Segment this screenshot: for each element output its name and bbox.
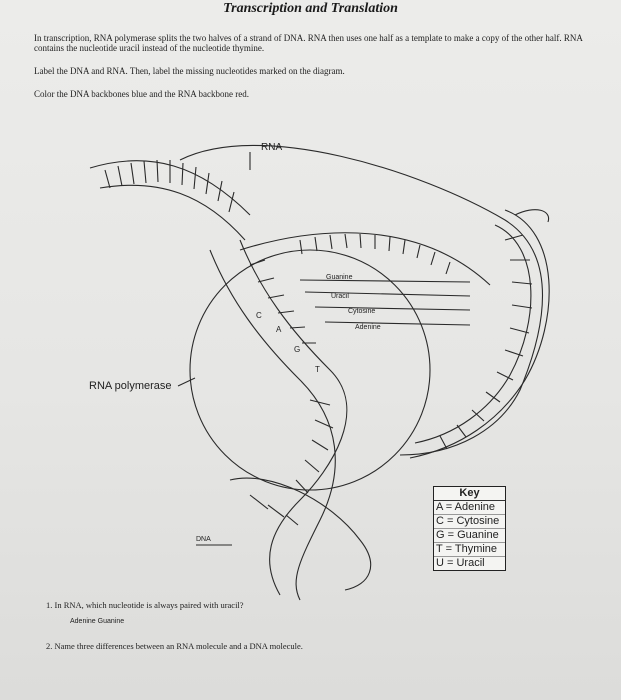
dna-right-cap xyxy=(514,209,550,223)
base-letter-a: A xyxy=(276,325,282,334)
callout-uracil: Uracil xyxy=(331,293,349,300)
callout-guanine: Guanine xyxy=(326,274,353,281)
key-row-guanine: G = Guanine xyxy=(434,529,505,543)
question-2-text: Name three differences between an RNA mo… xyxy=(54,641,303,651)
callout-line-guanine xyxy=(299,279,471,283)
dna-helix-strand-b xyxy=(239,239,348,596)
dna-backbone-upper-bottom xyxy=(99,184,246,241)
callout-adenine: Adenine xyxy=(355,324,381,331)
base-letter-g: G xyxy=(294,345,300,354)
callout-cytosine: Cytosine xyxy=(348,308,375,315)
question-1-number: 1. xyxy=(46,600,53,610)
callout-line-uracil xyxy=(304,291,471,297)
question-2-number: 2. xyxy=(46,641,53,651)
dna-helix-strand-a xyxy=(209,249,336,601)
base-letter-t: T xyxy=(315,365,320,374)
question-1-answer: Adenine Guanine xyxy=(70,618,125,625)
rna-backbone xyxy=(179,144,543,456)
key-row-thymine: T = Thymine xyxy=(434,543,505,557)
intro-paragraph: In transcription, RNA polymerase splits … xyxy=(34,33,583,53)
instruction-color: Color the DNA backbones blue and the RNA… xyxy=(34,89,249,99)
rna-label: RNA xyxy=(261,142,282,153)
dna-upper-rungs xyxy=(104,159,235,213)
dna-label: DNA xyxy=(196,536,211,543)
key-row-uracil: U = Uracil xyxy=(436,557,485,569)
base-letter-c: C xyxy=(256,311,262,320)
dna-helix-loop xyxy=(229,477,372,591)
key-title: Key xyxy=(434,487,505,501)
key-row-adenine: A = Adenine xyxy=(434,501,505,515)
polymerase-label-pointer xyxy=(177,377,196,387)
nucleotide-key: Key A = Adenine C = Cytosine G = Guanine… xyxy=(433,486,506,571)
dna-helix-rungs xyxy=(249,259,334,526)
dna-right-rungs xyxy=(439,234,533,450)
rna-polymerase-label: RNA polymerase xyxy=(89,380,172,392)
rna-rungs xyxy=(299,233,451,275)
dna-backbone-right-inner xyxy=(414,224,532,444)
instruction-label: Label the DNA and RNA. Then, label the m… xyxy=(34,66,345,76)
question-2: 2. Name three differences between an RNA… xyxy=(46,641,303,651)
callout-line-cytosine xyxy=(314,306,471,311)
dna-backbone-right-outer xyxy=(409,209,550,459)
page-title: Transcription and Translation xyxy=(223,1,398,16)
callout-line-adenine xyxy=(324,321,471,326)
key-row-cytosine: C = Cytosine xyxy=(434,515,505,529)
question-1: 1. In RNA, which nucleotide is always pa… xyxy=(46,600,244,610)
question-1-text: In RNA, which nucleotide is always paire… xyxy=(54,600,244,610)
rna-polymerase-circle xyxy=(189,249,431,491)
rna-strand-mid xyxy=(239,232,491,286)
